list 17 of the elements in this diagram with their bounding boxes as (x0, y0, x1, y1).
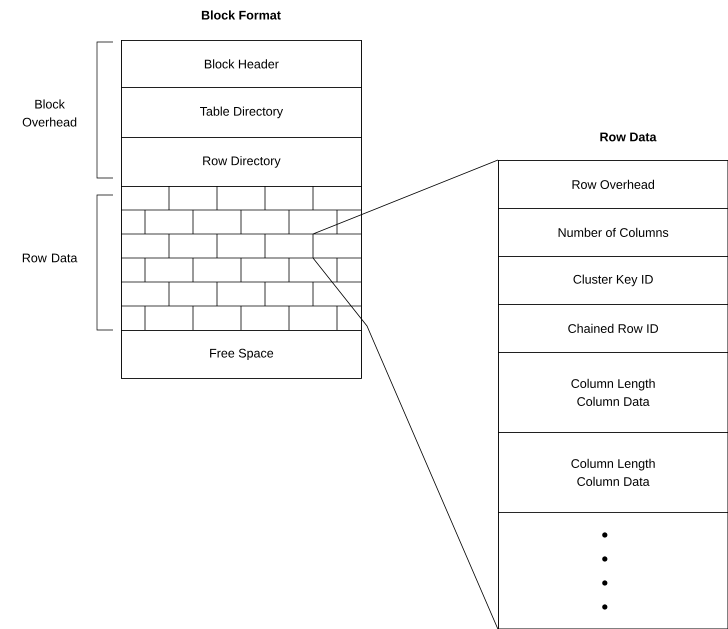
zoom-line (312, 160, 498, 234)
field-box: Cluster Key ID (498, 256, 728, 305)
field-box: Table Directory (121, 87, 362, 138)
field-box: Row Directory (121, 137, 362, 187)
bracket-label: Block Overhead (22, 99, 76, 127)
field-box: Row Overhead (498, 160, 728, 209)
bracket-label: Row Data (22, 254, 78, 262)
field-box: Free Space (121, 330, 362, 379)
brick-pattern-drawing (120, 186, 362, 331)
field-box: Column Length Column Data (498, 352, 728, 433)
field-box: Number of Columns (498, 208, 728, 257)
field-box: Column Length Column Data (498, 432, 728, 513)
heading: Row Data (600, 132, 657, 142)
field-box: Block Header (121, 40, 362, 88)
zoom-line (312, 258, 498, 629)
heading: Block Format (202, 10, 281, 20)
field-box: Chained Row ID (498, 304, 728, 353)
